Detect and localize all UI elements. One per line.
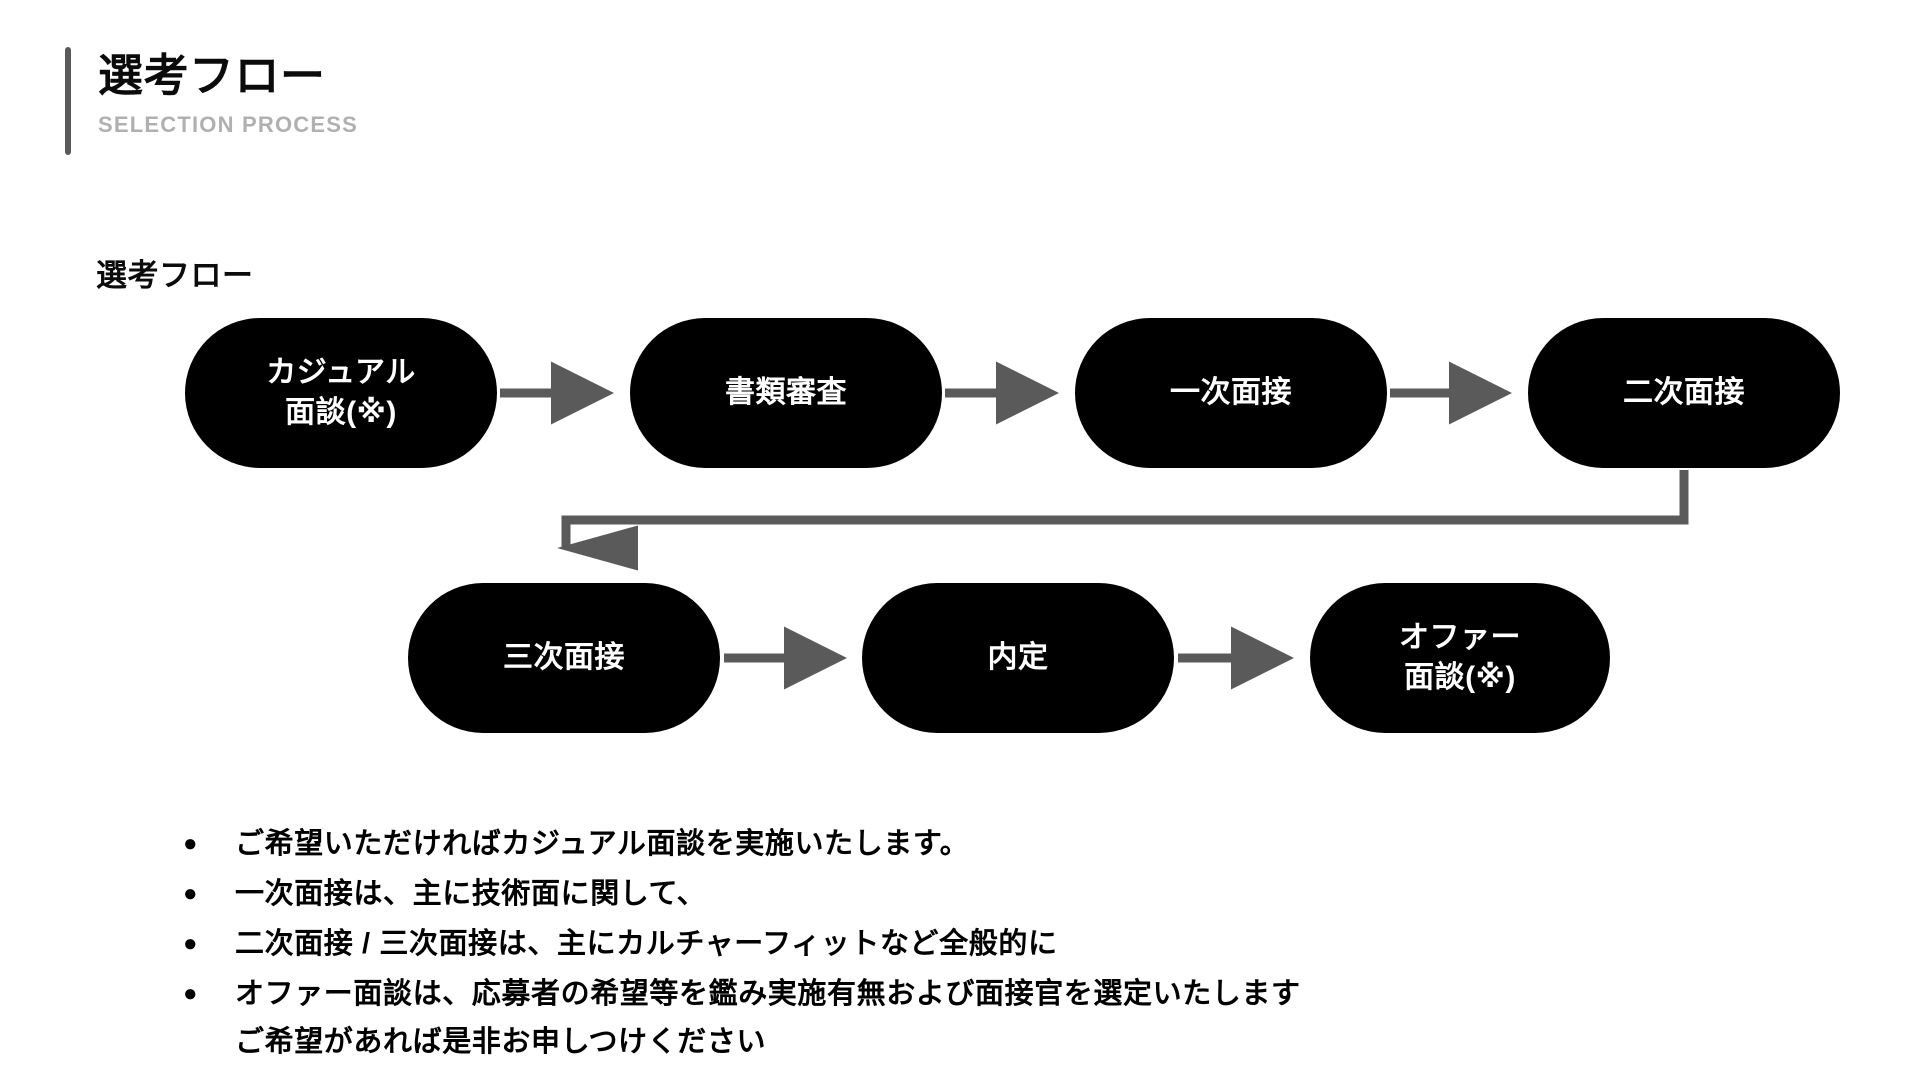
flow-node-label: 内定 bbox=[987, 640, 1049, 674]
flow-node-label: 書類審査 bbox=[725, 375, 847, 409]
list-item: ● 二次面接 / 三次面接は、主にカルチャーフィットなど全般的に bbox=[183, 920, 1743, 968]
flow-node-document-screening[interactable]: 書類審査 bbox=[630, 318, 942, 468]
flow-node-second-interview[interactable]: 二次面接 bbox=[1528, 318, 1840, 468]
header-accent-bar bbox=[65, 47, 71, 155]
flow-node-label: 三次面接 bbox=[503, 640, 625, 674]
flow-node-label: カジュアル 面談(※) bbox=[266, 355, 416, 430]
note-text: 一次面接は、主に技術面に関して、 bbox=[235, 878, 707, 910]
bullet-icon: ● bbox=[183, 930, 198, 957]
bullet-icon: ● bbox=[183, 980, 198, 1007]
section-label: 選考フロー bbox=[96, 258, 254, 293]
page-subtitle: SELECTION PROCESS bbox=[98, 112, 358, 137]
note-text: 二次面接 / 三次面接は、主にカルチャーフィットなど全般的に bbox=[235, 928, 1058, 960]
flow-node-third-interview[interactable]: 三次面接 bbox=[408, 583, 720, 733]
list-item: ● 一次面接は、主に技術面に関して、 bbox=[183, 870, 1743, 918]
note-text: オファー面談は、応募者の希望等を鑑み実施有無および面接官を選定いたします ご希望… bbox=[235, 978, 1301, 1058]
list-item: ● オファー面談は、応募者の希望等を鑑み実施有無および面接官を選定いたします ご… bbox=[183, 970, 1743, 1066]
flow-node-first-interview[interactable]: 一次面接 bbox=[1075, 318, 1387, 468]
bullet-icon: ● bbox=[183, 880, 198, 907]
page-header: 選考フロー SELECTION PROCESS bbox=[65, 47, 358, 155]
flow-node-casual-interview[interactable]: カジュアル 面談(※) bbox=[185, 318, 497, 468]
note-text: ご希望いただければカジュアル面談を実施いたします。 bbox=[235, 828, 970, 860]
bullet-icon: ● bbox=[183, 830, 198, 857]
flow-node-job-offer[interactable]: 内定 bbox=[862, 583, 1174, 733]
flow-node-label: オファー 面談(※) bbox=[1399, 620, 1521, 695]
flow-node-label: 一次面接 bbox=[1170, 375, 1292, 409]
list-item: ● ご希望いただければカジュアル面談を実施いたします。 bbox=[183, 820, 1743, 868]
flow-node-offer-interview[interactable]: オファー 面談(※) bbox=[1310, 583, 1610, 733]
notes-list: ● ご希望いただければカジュアル面談を実施いたします。 ● 一次面接は、主に技術… bbox=[183, 820, 1743, 1068]
connector-second-to-third bbox=[557, 470, 1689, 571]
page-title: 選考フロー bbox=[98, 50, 326, 101]
flow-node-label: 二次面接 bbox=[1623, 375, 1745, 409]
